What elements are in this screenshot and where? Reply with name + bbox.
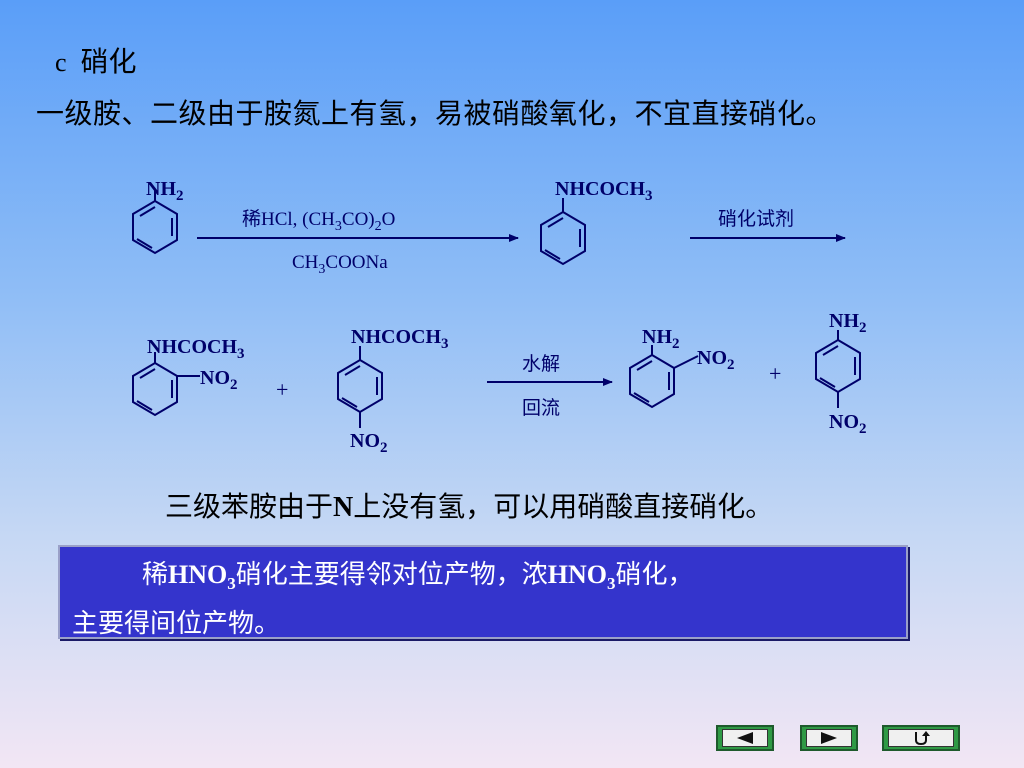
section-title: 硝化	[80, 45, 137, 78]
prev-slide-button[interactable]	[716, 725, 774, 751]
o-nitroaniline-amine-label: NH2	[642, 326, 680, 352]
acetanilide-structure	[540, 198, 586, 266]
next-slide-button[interactable]	[800, 725, 858, 751]
summary-note-box: 稀HNO3硝化主要得邻对位产物，浓HNO3硝化， 主要得间位产物。	[58, 545, 908, 639]
reflux-label: 回流	[522, 397, 560, 419]
note-chem-1-sub: 3	[227, 574, 236, 594]
o-nitroacetanilide-structure	[132, 352, 200, 417]
note-chem-2: HNO	[547, 560, 607, 589]
plus-sign-1: +	[276, 377, 288, 402]
tertiary-text-n: N	[333, 492, 354, 523]
section-heading: c 硝化	[55, 40, 137, 80]
note-chem-2-sub: 3	[607, 574, 616, 594]
p-nitroaniline-amine-label: NH2	[829, 310, 867, 336]
p-nitro-label: NO2	[350, 430, 388, 456]
o-nitroaniline-structure	[629, 345, 699, 409]
note-text-a: 稀	[142, 560, 169, 590]
note-text-b: 硝化主要得邻对位产物，浓	[235, 560, 548, 590]
o-nitroaniline-nitro-label: NO2	[697, 347, 735, 373]
aniline-structure	[132, 190, 178, 255]
reaction-scheme: NH2 稀HCl, (CH3CO)2O CH3COONa NHCOCH3 硝化试…	[132, 178, 867, 456]
aniline-label: NH2	[146, 178, 184, 204]
note-chem-1: HNO	[168, 560, 228, 589]
o-acetanilide-label: NHCOCH3	[147, 336, 245, 362]
tertiary-text-a: 三级苯胺由于	[165, 490, 334, 523]
acetanilide-label: NHCOCH3	[555, 178, 653, 204]
section-marker: c	[55, 48, 67, 77]
tertiary-text-b: 上没有氢，可以用硝酸直接硝化。	[353, 490, 774, 523]
arrow1-condition-bottom: CH3COONa	[292, 252, 388, 277]
nitration-reagent: 硝化试剂	[718, 208, 794, 230]
summary-line-2: 主要得间位产物。	[72, 609, 281, 640]
arrow1-condition-top: 稀HCl, (CH3CO)2O	[242, 208, 395, 234]
note-text-c: 硝化，	[615, 560, 694, 590]
hydrolysis-label: 水解	[522, 353, 560, 375]
return-arrow-icon	[915, 731, 930, 746]
triangle-right-icon	[821, 732, 837, 744]
o-nitro-label: NO2	[200, 367, 238, 393]
p-acetanilide-label: NHCOCH3	[351, 326, 449, 352]
p-nitroaniline-nitro-label: NO2	[829, 411, 867, 437]
tertiary-amine-text: 三级苯胺由于N上没有氢，可以用硝酸直接硝化。	[165, 485, 773, 525]
p-nitroacetanilide-structure	[337, 346, 383, 428]
return-button[interactable]	[882, 725, 960, 751]
intro-text: 一级胺、二级由于胺氮上有氢，易被硝酸氧化，不宜直接硝化。	[36, 97, 835, 130]
triangle-left-icon	[737, 732, 753, 744]
summary-line-1: 稀HNO3硝化主要得邻对位产物，浓HNO3硝化，	[72, 555, 894, 604]
plus-sign-2: +	[769, 361, 781, 386]
p-nitroaniline-structure	[815, 330, 861, 408]
